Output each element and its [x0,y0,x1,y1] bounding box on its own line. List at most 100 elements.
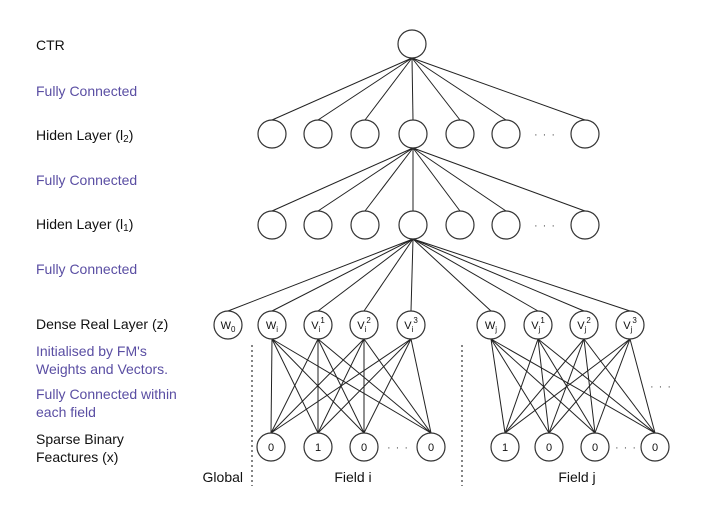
label-hidden-layer-2: Hiden Layer (l2) [36,126,133,149]
ellipses: · · · · · · · · · · · · · · · [387,129,672,454]
sparse-node-field-i-2-label: 1 [315,442,321,454]
sparse-node-field-i-1-label: 0 [268,442,274,454]
hidden2-node-2 [303,119,333,149]
edge-hidden2-hidden1 [364,147,414,212]
dense-node-field-i-1: Wi [257,310,287,340]
sparse-node-field-j-2: 0 [534,432,564,462]
label-fc-within-line1: Fully Connected within [36,386,177,402]
hidden1-node-6-circle [491,210,521,240]
dense-node-field-j-4-circle [615,310,645,340]
hidden1-node-1-circle [257,210,287,240]
dense-node-field-j-2-label: Vj1 [531,316,545,334]
label-sparse-line2: Feactures (x) [36,449,119,465]
hidden2-node-2-circle [303,119,333,149]
edge-field-j [594,338,631,434]
hidden1-node-3-circle [350,210,380,240]
edge-hidden1-dense [412,238,492,312]
edges [227,57,656,434]
hidden2-node-1-circle [257,119,287,149]
hidden2-close: ) [128,127,134,143]
edge-field-i [410,338,432,434]
edge-hidden1-dense [363,238,414,312]
hidden1-node-5 [445,210,475,240]
sparse-node-field-i-2-circle [303,432,333,462]
edge-field-i [270,338,412,434]
label-hidden-layer-1: Hiden Layer (l1) [36,215,133,238]
dense-node-field-i-4-circle [396,310,426,340]
hidden2-node-6-circle [491,119,521,149]
edge-hidden2-hidden1 [317,147,414,212]
edge-field-i [317,338,412,434]
edge-field-i [363,338,432,434]
hidden1-subscript: 1 [123,223,129,234]
edge-hidden1-dense [410,238,414,312]
dense-node-field-j-4: Vj3 [615,310,645,340]
dense-node-field-j-2: Vj1 [523,310,553,340]
hidden1-node-7-circle [570,210,600,240]
dense-node-field-j-1-circle [476,310,506,340]
edge-field-j [548,338,585,434]
hidden1-close: ) [128,216,134,232]
edge-hidden1-dense [271,238,414,312]
edge-field-j [537,338,550,434]
edge-field-i [271,338,432,434]
dense-node-field-i-1-label: Wi [266,320,278,334]
hidden2-subscript: 2 [123,134,129,145]
edge-ctr-hidden2 [364,57,413,121]
dense-node-field-j-1: Wj [476,310,506,340]
label-fully-connected-3: Fully Connected [36,261,138,277]
dense-node-field-j-4-label: Vj3 [623,316,637,334]
edge-hidden1-dense [317,238,414,312]
edge-field-i [270,338,319,434]
edge-hidden2-hidden1 [412,147,507,212]
sparse-node-field-j-2-label: 0 [546,442,552,454]
dense-node-w0: W0 [213,310,243,340]
edge-field-i [270,338,273,434]
edge-field-j [504,338,631,434]
dense-node-field-i-3-label: Vi2 [357,316,371,334]
ctr-node-circle [397,29,427,59]
hidden2-node-5 [445,119,475,149]
sparse-node-field-i-4-circle [416,432,446,462]
edge-hidden2-hidden1 [412,147,586,212]
hidden1-node-1 [257,210,287,240]
sparse-node-field-j-3-label: 0 [592,442,598,454]
sparse-node-field-j-1-circle [490,432,520,462]
dense-node-w0-label: W0 [221,320,236,334]
edge-field-j [583,338,656,434]
edge-field-j [490,338,656,434]
sparse-node-field-j-3: 0 [580,432,610,462]
sparse-node-field-i-3-label: 0 [361,442,367,454]
hidden2-node-4 [398,119,428,149]
hidden2-text: Hiden Layer (l [36,127,124,143]
edge-hidden1-dense [227,238,414,312]
dense-node-field-j-2-circle [523,310,553,340]
dense-node-field-j-3-circle [569,310,599,340]
label-ctr: CTR [36,37,65,53]
label-fc-within-line2: each field [36,404,96,420]
hidden1-node-3 [350,210,380,240]
dense-node-field-j-3: Vj2 [569,310,599,340]
edge-hidden2-hidden1 [412,147,461,212]
hidden2-node-1 [257,119,287,149]
hidden1-node-2 [303,210,333,240]
label-dense-real-layer: Dense Real Layer (z) [36,316,169,332]
edge-ctr-hidden2 [411,57,507,121]
sparse-j-ellipsis: · · · [615,442,637,454]
dense-node-field-j-1-label: Wj [485,320,497,334]
edge-field-j [629,338,656,434]
more-fields-ellipsis: · · · [650,381,672,393]
label-initialised-line2: Weights and Vectors. [36,361,169,377]
edge-field-j [490,338,550,434]
edge-field-i [363,338,412,434]
hidden1-node-2-circle [303,210,333,240]
ctr-node [397,29,427,59]
dense-node-field-i-4-label: Vi3 [404,316,418,334]
sparse-node-field-j-4: 0 [640,432,670,462]
hidden2-node-7 [570,119,600,149]
dividers [251,345,463,486]
sparse-node-field-i-4: 0 [416,432,446,462]
edge-hidden1-dense [412,238,631,312]
sparse-node-field-i-1: 0 [256,432,286,462]
